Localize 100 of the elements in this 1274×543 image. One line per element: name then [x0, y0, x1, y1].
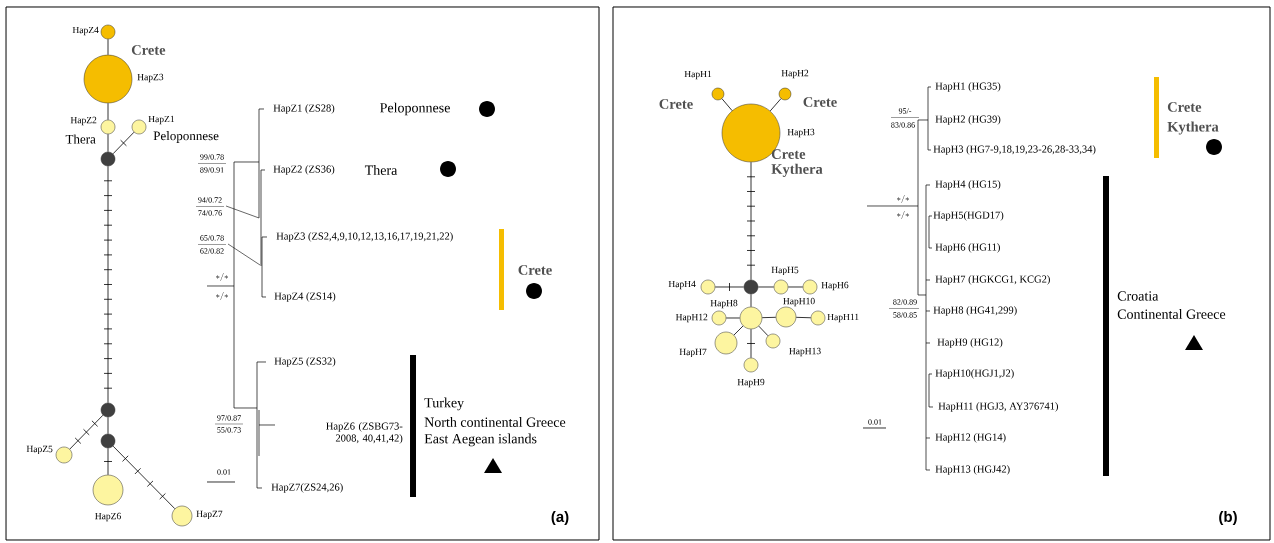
- network-edge: [107, 133, 109, 153]
- network-edge: [758, 325, 769, 337]
- region-label: Croatia: [1117, 291, 1159, 301]
- network-edge: [746, 161, 756, 281]
- network-edge: [107, 416, 109, 435]
- network-edge: [795, 316, 812, 319]
- support-value: 95/-: [898, 108, 912, 114]
- haplotype-label: HapZ4: [72, 26, 99, 36]
- tip-label: HapH11 (HGJ3, AY376741): [938, 402, 1058, 412]
- tip-label: HapH10(HGJ1,J2): [935, 369, 1014, 379]
- support-value: $*/*$: [897, 195, 909, 203]
- median-vector-circle: [100, 402, 116, 418]
- haplotype-label: HapZ7: [196, 510, 223, 520]
- haplotype-label: HapH6: [821, 281, 849, 291]
- region-label: Crete: [803, 97, 837, 107]
- haplotype-label: HapH5: [771, 266, 799, 276]
- network-edge: [107, 102, 109, 121]
- support-value: $*/*$: [216, 292, 228, 300]
- haplotype-label: HapH1: [684, 70, 712, 80]
- support-value: 62/0.82: [200, 248, 224, 254]
- region-label: Thera: [364, 165, 398, 175]
- region-label: Peloponnese: [153, 131, 219, 143]
- haplotype-label: HapZ3: [137, 73, 164, 83]
- tip-label: HapZ7(ZS24,26): [271, 483, 343, 493]
- haplotype-label: HapZ2: [70, 116, 97, 126]
- region-label: Crete: [131, 45, 166, 55]
- region-label: Crete Kythera: [771, 149, 823, 177]
- support-value: 55/0.73: [217, 427, 241, 433]
- scale-label: 0.01: [868, 419, 882, 425]
- tip-label: HapH2 (HG39): [935, 115, 1001, 125]
- scale-label: 0.01: [217, 469, 231, 475]
- haplotype-label: HapZ6: [95, 512, 121, 522]
- support-value: 97/0.87: [217, 415, 241, 421]
- tip-label: HapH5(HGD17): [933, 211, 1004, 221]
- network-edge: [714, 282, 745, 292]
- support-value: $*/*$: [216, 273, 228, 281]
- region-label: North continental Greece: [424, 417, 566, 427]
- tip-label: HapH8 (HG41,299): [933, 306, 1017, 316]
- panel-label: (b): [1219, 511, 1237, 525]
- network-edge: [725, 317, 741, 319]
- region-label: Turkey: [424, 397, 465, 411]
- region-label: Continental Greece: [1117, 309, 1226, 319]
- haplotype-label: HapH8: [710, 299, 738, 309]
- network-edge: [733, 325, 744, 336]
- support-value: 82/0.89: [893, 299, 917, 305]
- haplotype-label: HapH7: [679, 348, 707, 358]
- support-value: 89/0.91: [200, 167, 224, 173]
- network-edge: [69, 414, 104, 450]
- haplotype-label: HapH12: [675, 313, 708, 323]
- support-value: 99/0.78: [200, 154, 224, 160]
- tip-label: HapH1 (HG35): [935, 82, 1001, 92]
- tip-label: HapZ6 (ZSBG73-2008, 40,41,42): [326, 422, 403, 444]
- haplotype-label: HapH9: [737, 378, 765, 388]
- network-edge: [746, 328, 756, 359]
- tip-label: HapH6 (HG11): [935, 243, 1000, 253]
- haplotype-label: HapH11: [827, 313, 859, 323]
- haplotype-label: HapZ5: [26, 445, 53, 455]
- tip-label: HapH9 (HG12): [937, 338, 1003, 348]
- network-edge: [769, 98, 782, 112]
- support-value: 58/0.85: [893, 312, 917, 318]
- tip-label: HapH13 (HGJ42): [935, 465, 1010, 475]
- median-vector-circle: [100, 433, 116, 449]
- haplotype-label: HapH2: [781, 69, 809, 79]
- haplotype-label: HapH10: [783, 297, 815, 307]
- median-vector-circle: [743, 279, 759, 295]
- tip-label: HapZ2 (ZS36): [273, 165, 335, 175]
- tip-label: HapZ3 (ZS2,4,9,10,12,13,16,17,19,21,22): [276, 232, 453, 242]
- panel-label: (a): [551, 511, 569, 525]
- tip-label: HapH3 (HG7-9,18,19,23-26,28-33,34): [933, 145, 1096, 155]
- tip-label: HapH12 (HG14): [935, 433, 1006, 443]
- haplotype-label: HapZ1: [148, 115, 175, 125]
- support-value: 65/0.78: [200, 235, 224, 241]
- network-edge: [761, 316, 777, 319]
- region-label: Thera: [65, 134, 96, 144]
- region-label: Crete: [659, 99, 693, 109]
- tip-label: HapZ4 (ZS14): [274, 292, 336, 302]
- support-value: $*/*$: [897, 211, 909, 219]
- region-label: East Aegean islands: [424, 433, 537, 447]
- network-edge: [103, 165, 113, 404]
- region-label: Crete: [518, 265, 552, 275]
- network-edge: [107, 38, 109, 56]
- network-edge: [750, 293, 752, 308]
- median-vector-circle: [100, 151, 116, 167]
- network-edge: [112, 445, 176, 510]
- support-value: 83/0.86: [891, 122, 915, 128]
- haplotype-label: HapH4: [668, 280, 696, 290]
- network-edge: [757, 286, 775, 288]
- haplotype-label: HapH13: [789, 347, 821, 357]
- tip-label: HapZ1 (ZS28): [273, 104, 335, 114]
- tip-label: HapH4 (HG15): [935, 180, 1001, 190]
- region-label: Crete: [1167, 102, 1202, 112]
- network-edge: [112, 131, 135, 155]
- support-value: 74/0.76: [198, 210, 222, 216]
- region-label: Kythera: [1167, 121, 1219, 135]
- network-edge: [721, 98, 733, 112]
- tip-label: HapZ5 (ZS32): [274, 357, 336, 367]
- support-value: 94/0.72: [198, 197, 222, 203]
- region-label: Peloponnese: [380, 102, 450, 116]
- tip-label: HapH7 (HGKCG1, KCG2): [935, 275, 1050, 285]
- network-edge: [103, 447, 113, 476]
